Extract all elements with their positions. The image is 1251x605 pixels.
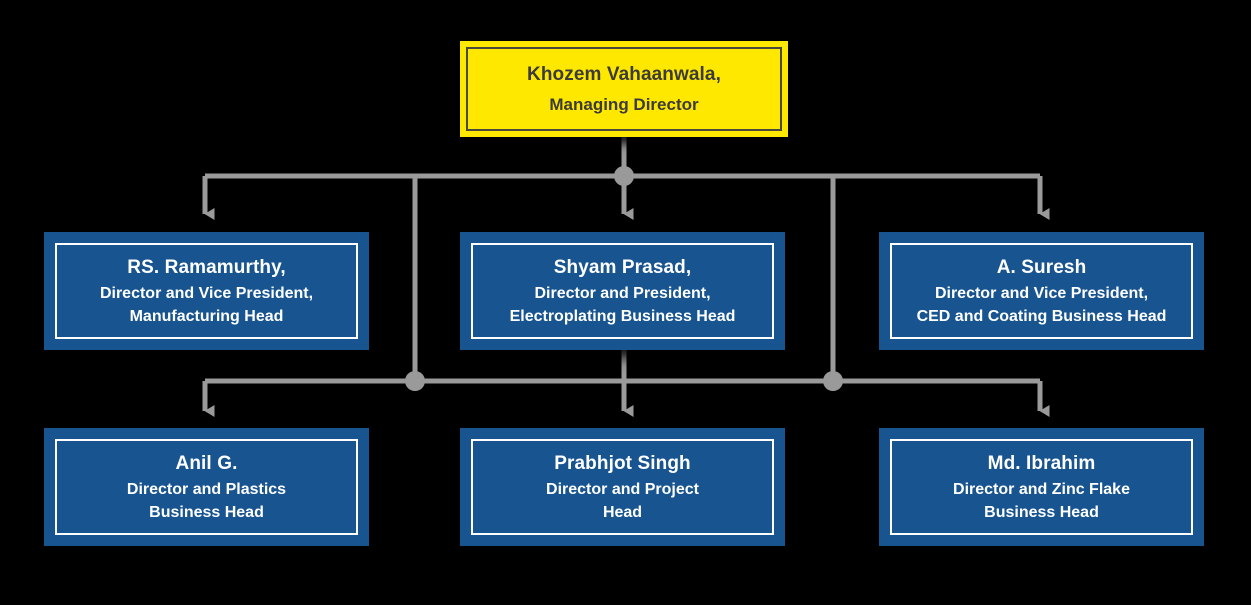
node-inner-border: [890, 243, 1193, 339]
node-name: Prabhjot Singh: [554, 452, 691, 474]
node-name: Md. Ibrahim: [987, 452, 1096, 474]
node-title-line-2: Head: [602, 503, 643, 521]
node-inner-border: [471, 243, 774, 339]
node-name: Anil G.: [175, 452, 238, 474]
node-anil-g[interactable]: Anil G. Director and Plastics Business H…: [44, 428, 369, 546]
node-name: RS. Ramamurthy,: [127, 256, 286, 278]
junction-dot-left: [405, 371, 425, 391]
node-title-line-2: CED and Coating Business Head: [916, 307, 1167, 325]
node-title-line-1: Director and President,: [534, 284, 711, 302]
node-name: Shyam Prasad,: [553, 256, 692, 278]
node-text: RS. Ramamurthy, Director and Vice Presid…: [44, 255, 369, 328]
node-inner-border: [890, 439, 1193, 535]
node-inner-border: [471, 439, 774, 535]
node-text: A. Suresh Director and Vice President, C…: [879, 255, 1204, 328]
node-text: Md. Ibrahim Director and Zinc Flake Busi…: [879, 451, 1204, 524]
node-title-line-1: Director and Project: [546, 480, 699, 498]
node-title-line-1: Director and Vice President,: [99, 284, 314, 302]
node-title-line-2: Electroplating Business Head: [509, 307, 736, 325]
node-title: Managing Director: [549, 95, 699, 114]
node-name: Khozem Vahaanwala,: [527, 64, 721, 85]
node-text: Shyam Prasad, Director and President, El…: [460, 255, 785, 328]
junction-dot-root: [614, 166, 634, 186]
node-title-line-2: Manufacturing Head: [129, 307, 284, 325]
node-inner-border: [466, 47, 782, 131]
node-text: Khozem Vahaanwala, Managing Director: [460, 62, 788, 116]
node-text: Anil G. Director and Plastics Business H…: [44, 451, 369, 524]
node-managing-director[interactable]: Khozem Vahaanwala, Managing Director: [460, 41, 788, 137]
node-inner-border: [55, 439, 358, 535]
node-title-line-1: Director and Plastics: [126, 480, 287, 498]
node-title-line-2: Business Head: [149, 503, 264, 521]
node-prabhjot-singh[interactable]: Prabhjot Singh Director and Project Head: [460, 428, 785, 546]
node-title-line-2: Business Head: [984, 503, 1099, 521]
node-title-line-1: Director and Zinc Flake: [953, 480, 1130, 498]
node-title-line-1: Director and Vice President,: [934, 284, 1149, 302]
node-shyam-prasad[interactable]: Shyam Prasad, Director and President, El…: [460, 232, 785, 350]
junction-dot-right: [823, 371, 843, 391]
node-a-suresh[interactable]: A. Suresh Director and Vice President, C…: [879, 232, 1204, 350]
node-name: A. Suresh: [996, 256, 1087, 278]
node-md-ibrahim[interactable]: Md. Ibrahim Director and Zinc Flake Busi…: [879, 428, 1204, 546]
node-text: Prabhjot Singh Director and Project Head: [460, 451, 785, 524]
node-inner-border: [55, 243, 358, 339]
node-rs-ramamurthy[interactable]: RS. Ramamurthy, Director and Vice Presid…: [44, 232, 369, 350]
